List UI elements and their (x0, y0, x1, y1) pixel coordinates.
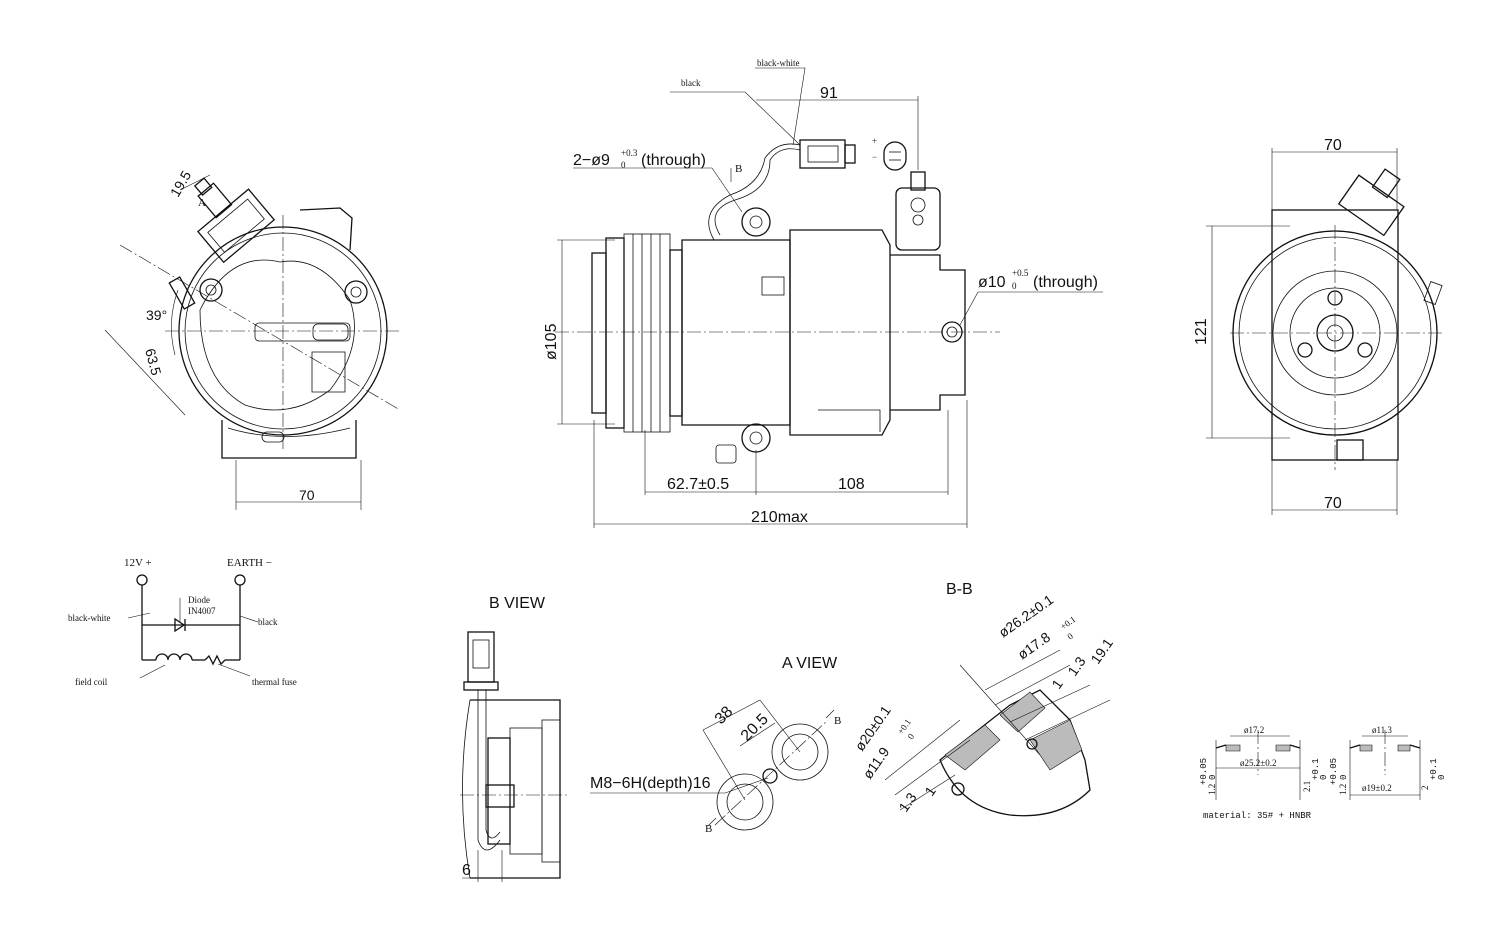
bb-d1-3b: 1.3 (895, 789, 919, 814)
dim-91: 91 (820, 85, 838, 102)
seal1-left-tol-upper: +0.05 (1199, 758, 1209, 785)
bb-d20: ø20±0.1 (851, 702, 894, 753)
hole-9-tol-lower: 0 (621, 160, 626, 170)
a-view-label-b1: B (834, 715, 841, 727)
seal1-left: 1.2 (1207, 784, 1217, 795)
seal2-left-tol-lower: 0 (1339, 775, 1349, 780)
b-view-dim-6: 6 (462, 862, 471, 879)
bb-d19-1: 19.1 (1087, 635, 1116, 667)
seal-details: ø17.2 ø25.2±0.2 1.2 +0.05 0 2.1 +0.1 0 ø… (1199, 725, 1447, 821)
a-view-thread: M8−6H(depth)16 (590, 775, 711, 792)
hole-9-label: 2−ø9 (573, 152, 610, 169)
label-a: A (198, 197, 206, 209)
bb-d17-8-tol-lower: 0 (1065, 631, 1075, 642)
seal1-right-tol-lower: 0 (1319, 775, 1329, 780)
seal1-right: 2.1 (1302, 781, 1312, 792)
bb-d1b: 1 (921, 783, 939, 799)
seal2-right-tol-upper: +0.1 (1429, 758, 1439, 780)
side-view: + − black black-white 91 2−ø9 +0.3 0 (th… (543, 58, 1103, 528)
a-view-dim-38: 38 (712, 703, 737, 728)
side-label-b: B (735, 163, 742, 175)
circuit-black-white: black-white (68, 613, 110, 623)
seal1-top: ø17.2 (1244, 725, 1264, 735)
dim-121: 121 (1193, 318, 1210, 345)
seal-material: material: 35# + HNBR (1203, 811, 1312, 821)
bb-d11-9-tol-upper: +0.1 (895, 717, 913, 736)
a-view: A VIEW 38 20.5 M8−6H(depth)16 B B (590, 655, 841, 835)
bb-d11-9-tol-lower: 0 (905, 731, 916, 741)
seal2-right-tol-lower: 0 (1437, 775, 1447, 780)
hole-10-suffix: (through) (1033, 274, 1098, 291)
bb-d1a: 1 (1048, 676, 1066, 692)
circuit-diode-part: IN4007 (188, 606, 216, 616)
seal2-bottom: ø19±0.2 (1362, 783, 1392, 793)
b-view-title: B VIEW (489, 595, 546, 612)
bb-d26: ø26.2±0.1 (996, 591, 1057, 640)
seal2-right: 2 (1420, 786, 1430, 791)
seal2-left-tol-upper: +0.05 (1329, 758, 1339, 785)
bb-d17-8: ø17.8 (1015, 629, 1054, 663)
rear-view: 70 70 121 (1193, 137, 1445, 515)
circuit-diagram: 12V + EARTH − Diode IN4007 black-white b… (68, 557, 297, 687)
seal2-left: 1.2 (1338, 784, 1348, 795)
bb-d1-3a: 1.3 (1064, 653, 1088, 678)
dim-108: 108 (838, 476, 865, 493)
dim-70-top: 70 (1324, 137, 1342, 154)
connector-minus: − (872, 152, 877, 162)
circuit-diode: Diode (188, 595, 210, 605)
circuit-black: black (258, 617, 278, 627)
bb-d17-8-tol-upper: +0.1 (1058, 614, 1077, 632)
hole-9-suffix: (through) (641, 152, 706, 169)
dim-105: ø105 (543, 323, 560, 360)
dim-210: 210max (751, 509, 808, 526)
circuit-earth: EARTH − (227, 557, 272, 569)
circuit-field-coil: field coil (75, 677, 108, 687)
wire-black-label: black (681, 78, 701, 88)
circuit-thermal-fuse: thermal fuse (252, 677, 297, 687)
bb-section: B-B ø26.2±0.1 ø17.8 +0.1 0 19.1 1.3 1 ø2… (851, 581, 1116, 817)
b-view: B VIEW 6 (460, 595, 570, 882)
seal1-right-tol-upper: +0.1 (1311, 758, 1321, 780)
dim-39-deg: 39° (146, 307, 167, 323)
seal1-bottom: ø25.2±0.2 (1240, 758, 1276, 768)
hole-9-tol-upper: +0.3 (621, 148, 638, 158)
seal2-top: ø11.3 (1372, 725, 1392, 735)
dim-63-5: 63.5 (142, 347, 165, 378)
a-view-dim-20-5: 20.5 (738, 711, 772, 745)
bb-title: B-B (946, 581, 973, 598)
dim-70-bottom: 70 (1324, 495, 1342, 512)
hole-10-tol-upper: +0.5 (1012, 268, 1029, 278)
a-view-label-b2: B (705, 823, 712, 835)
seal1-left-tol-lower: 0 (1208, 775, 1218, 780)
dim-19-5: 19.5 (167, 168, 195, 200)
connector-plus: + (872, 136, 877, 146)
wire-black-white-label: black-white (757, 58, 799, 68)
hole-10-label: ø10 (978, 274, 1006, 291)
hole-10-tol-lower: 0 (1012, 281, 1017, 291)
circuit-12v: 12V + (124, 557, 152, 569)
a-view-title: A VIEW (782, 655, 838, 672)
dim-70-front: 70 (299, 487, 315, 503)
front-view: 70 19.5 A 39° 63.5 (104, 168, 401, 510)
dim-62-7: 62.7±0.5 (667, 476, 729, 493)
